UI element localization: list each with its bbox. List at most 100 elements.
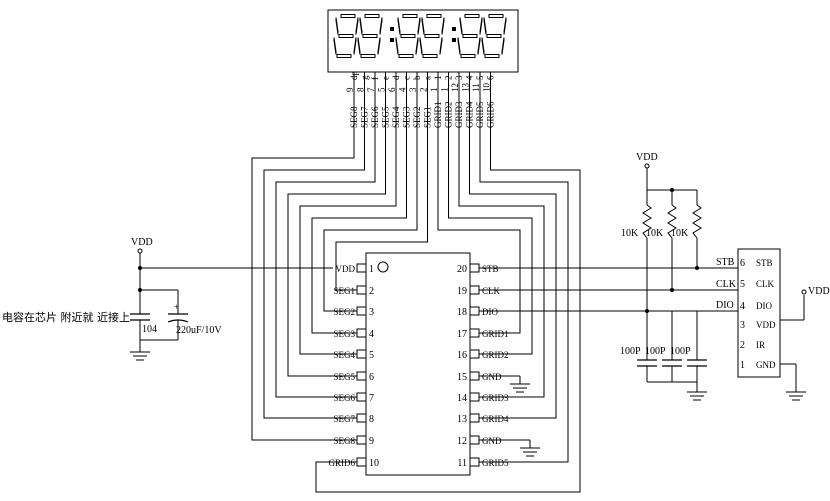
ic-pin-name: GRID6 — [329, 458, 356, 468]
filter-value: 100P — [620, 346, 641, 357]
connector-pin-number: 3 — [740, 320, 745, 331]
ic-pin-name: SEG5 — [333, 372, 355, 382]
digit-glyph — [333, 14, 359, 58]
ic-pin-5: 5 SEG4 — [333, 349, 374, 361]
display-pin-number: 7 — [366, 87, 376, 92]
connector-pin-name: CLK — [756, 279, 775, 289]
ic-pin-number: 2 — [369, 286, 374, 297]
ic-pin-number: 10 — [369, 458, 379, 469]
ic-pin-number: 18 — [457, 307, 467, 318]
display-pin-function: 6 — [486, 75, 496, 80]
vdd-label-pullup: VDD — [636, 152, 658, 163]
digit-glyph — [457, 14, 483, 58]
display-pin-function: b — [412, 75, 422, 80]
display-pins — [353, 72, 491, 96]
ic-left-pins: 1VDD2SEG13SEG24SEG35SEG46SEG57SEG68SEG79… — [329, 263, 379, 469]
capacitor-220uf: + 220uF/10V — [167, 290, 222, 340]
cap-220uf-label: 220uF/10V — [176, 325, 222, 336]
display-pin-function: 3 — [454, 75, 464, 80]
ic-pin-name: VDD — [336, 264, 356, 274]
display-pin-number: 8 — [356, 87, 366, 92]
pullup-resistor: 10K — [671, 190, 702, 239]
display-pin-number: 6 — [387, 87, 397, 92]
signal-label: CLK — [716, 279, 737, 290]
ic-pin-name: SEG6 — [333, 393, 355, 403]
digit-glyph — [395, 14, 421, 58]
ic-pin-name: GRID4 — [482, 414, 509, 424]
placement-note: 电容在芯片 附近就 近接上 — [2, 310, 130, 324]
pullup-resistor: 10K — [646, 190, 677, 239]
cap-polarity: + — [174, 302, 179, 312]
ic-pin-name: SEG4 — [333, 350, 355, 360]
display-pin-number: 13 — [461, 83, 471, 93]
ic-pin-number: 5 — [369, 350, 374, 361]
filter-capacitor: 100P — [645, 311, 682, 382]
filter-capacitor: 100P — [670, 311, 707, 382]
ic-pin-number: 8 — [369, 414, 374, 425]
display-pin-number: 3 — [408, 87, 418, 92]
signal-label: DIO — [716, 300, 734, 311]
vdd-terminal — [137, 248, 143, 254]
ic-pin-name: GRID1 — [482, 329, 509, 339]
ic-pin-number: 6 — [369, 372, 374, 383]
display-pin-number: 11 — [471, 83, 481, 92]
ic-pin-number: 1 — [369, 264, 374, 275]
display-pin-function: 5 — [475, 75, 485, 80]
ground-symbol — [786, 391, 806, 401]
ic-pin-1: 1 VDD — [336, 263, 374, 275]
display-pin-number: 4 — [398, 87, 408, 92]
display-pin-function: g — [360, 75, 370, 80]
ic-pin-name: GND — [482, 372, 502, 382]
ic-pin-number: 7 — [369, 393, 374, 404]
filter-capacitor: 100P — [620, 311, 657, 382]
ic-pin-name: GRID2 — [482, 350, 509, 360]
display-pin-number: 2 — [419, 88, 429, 93]
ic-pin-7: 7 SEG6 — [333, 392, 374, 404]
display-pin-number: 1 — [440, 88, 450, 93]
ic-pin-number: 4 — [369, 329, 374, 340]
display-pin-function: 4 — [465, 75, 475, 80]
pin1-marker — [377, 261, 389, 273]
display-pin-function: f — [370, 77, 380, 80]
display-pin-function: d — [391, 75, 401, 80]
display-pin-number: 9 — [345, 87, 355, 92]
connector-pin-name: GND — [756, 360, 776, 370]
ic-pin-number: 13 — [457, 414, 467, 425]
ic-pin-number: 12 — [457, 436, 467, 447]
ic-pin-6: 6 SEG5 — [333, 371, 374, 383]
ic-pin-13: 13 GRID4 — [457, 413, 509, 425]
display-pin-function: e — [381, 76, 391, 80]
display-pin-function: 1 — [433, 76, 443, 81]
display-pin-function: a — [423, 76, 433, 80]
ic-pin-name: GRID3 — [482, 393, 509, 403]
ic-pin-15: 15 GND — [457, 371, 502, 383]
connector-pin-name: IR — [756, 340, 765, 350]
ic-pin-number: 11 — [457, 458, 467, 469]
display-pin-number: 1 — [429, 88, 439, 93]
cap-104-label: 104 — [142, 324, 157, 335]
connector-pin-name: VDD — [756, 320, 776, 330]
display-pin-number: 5 — [377, 87, 387, 92]
ic-pin-number: 15 — [457, 372, 467, 383]
display-pin-number: 10 — [482, 83, 492, 93]
ic-pin-number: 3 — [369, 307, 374, 318]
vdd-label-left: VDD — [131, 237, 153, 248]
ground-symbol — [130, 351, 150, 361]
